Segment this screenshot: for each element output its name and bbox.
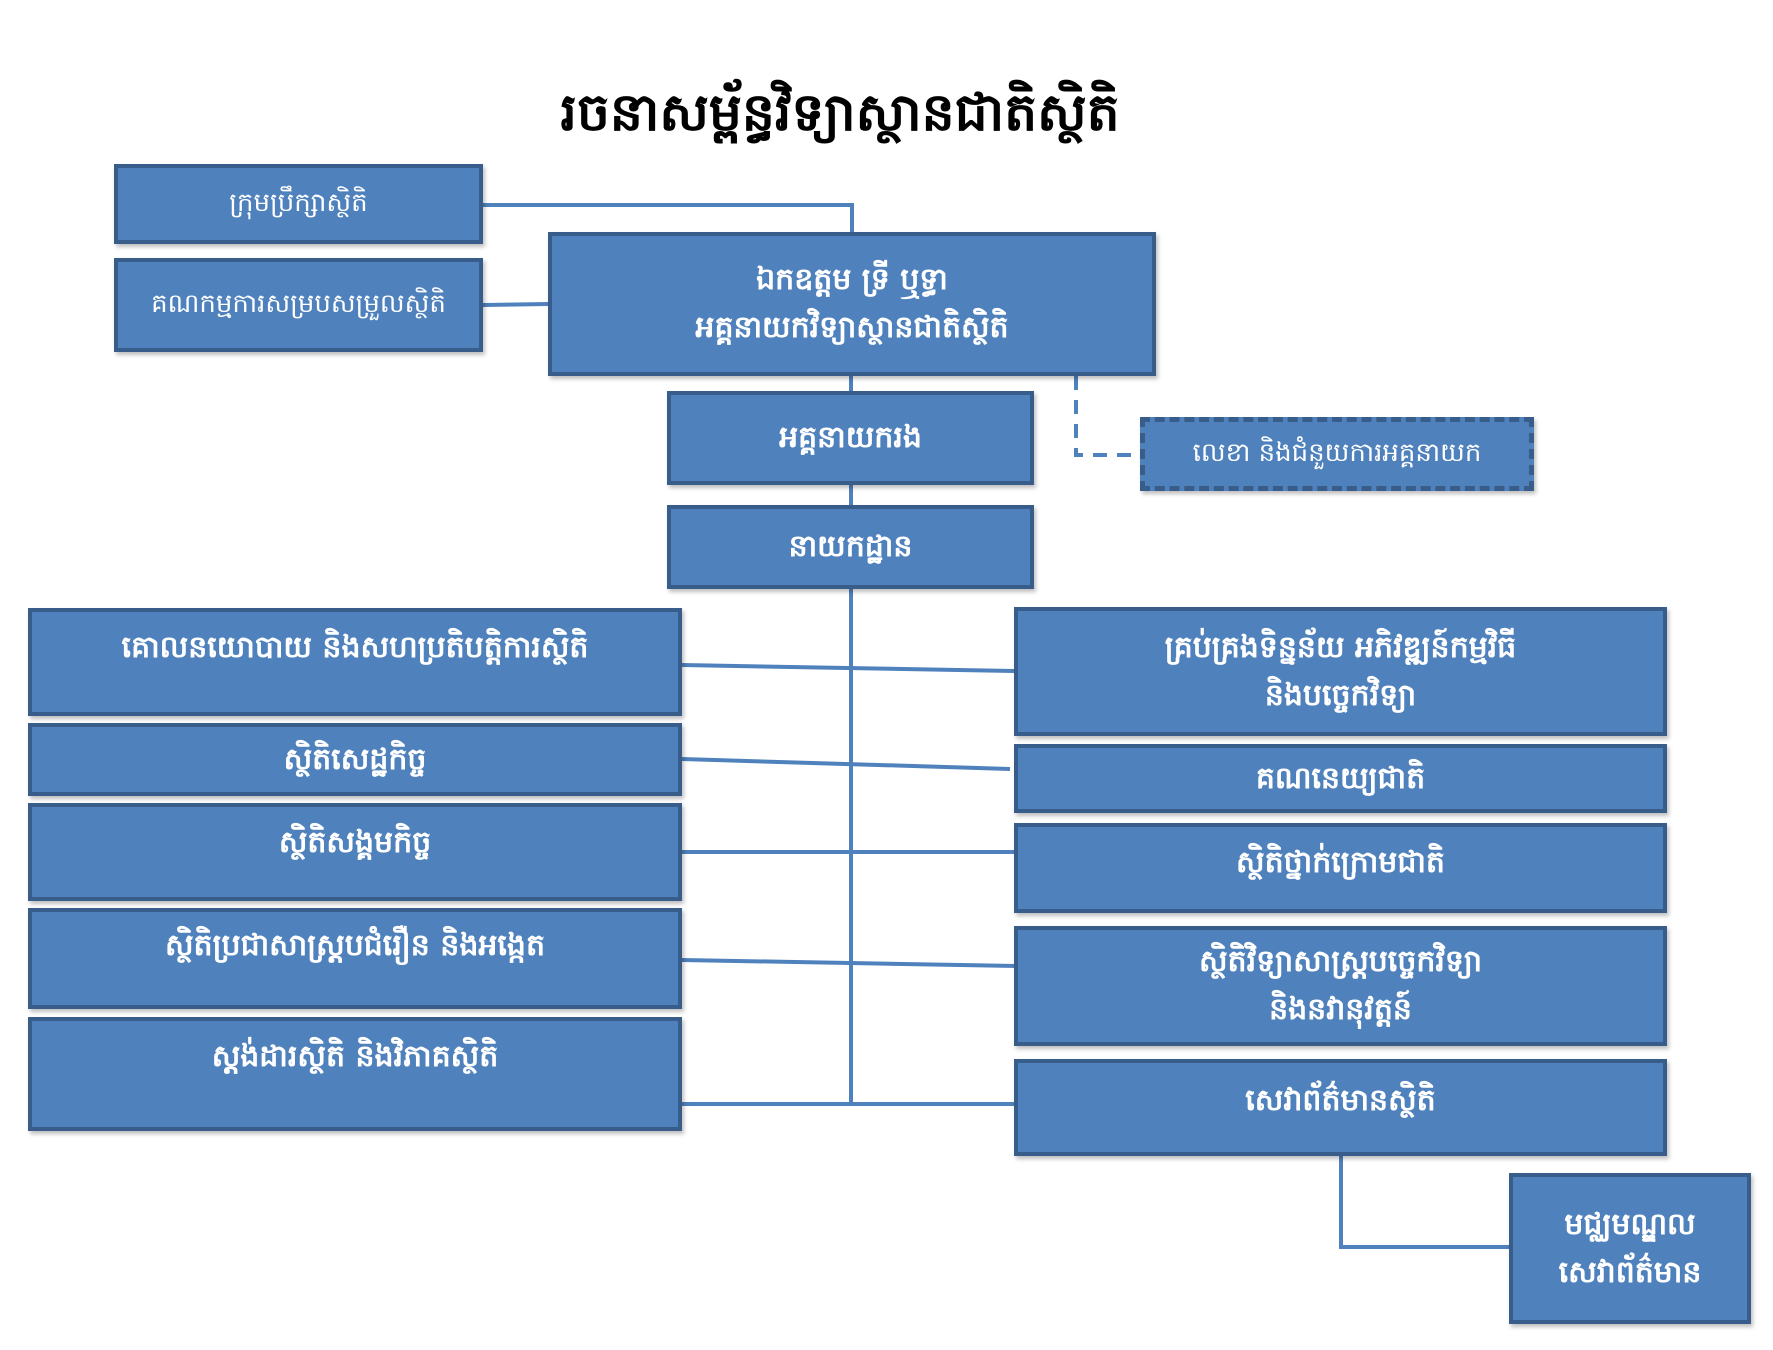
right-department-3: ស្ថិតិថ្នាក់ក្រោមជាតិ (1014, 823, 1667, 913)
committee-label: គណកម្មការសម្របសម្រួលស្ថិតិ (151, 289, 446, 320)
director-general-box: ឯកឧត្តម ទ្រី ឬទ្ធា អគ្គនាយកវិទ្យាស្ថានជា… (548, 232, 1156, 376)
deputy-box: អគ្គនាយករង (667, 391, 1034, 485)
connector-row-1 (681, 663, 1015, 673)
director-general-title: អគ្គនាយកវិទ្យាស្ថានជាតិស្ថិតិ (695, 310, 1009, 345)
department-box: នាយកដ្ឋាន (667, 505, 1034, 589)
information-center-box: មជ្ឈមណ្ឌល សេវាព័ត៌មាន (1509, 1173, 1751, 1324)
connector-secretary (1074, 376, 1140, 457)
left-department-5: ស្តង់ដារស្ថិតិ និងវិភាគស្ថិតិ (28, 1017, 682, 1131)
deputy-label: អគ្គនាយករង (779, 420, 922, 455)
right-department-1: គ្រប់គ្រងទិន្នន័យ អភិវឌ្ឍន៍កម្មវិធី និងប… (1014, 607, 1667, 736)
left-department-label: ស្តង់ដារស្ថិតិ និងវិភាគស្ថិតិ (211, 1039, 499, 1074)
right-department-label: សេវាព័ត៌មានស្ថិតិ (1245, 1083, 1436, 1118)
secretary-box: លេខា និងជំនួយការអគ្គនាយក (1140, 417, 1534, 491)
department-label: នាយកដ្ឋាន (788, 529, 913, 564)
left-department-4: ស្ថិតិប្រជាសាស្ត្របជំរឿន និងអង្កេត (28, 908, 682, 1009)
left-department-label: ស្ថិតិសង្គមកិច្ច (278, 825, 432, 860)
left-department-label: ស្ថិតិសេដ្ឋកិច្ច (283, 741, 427, 777)
center-label: សេវាព័ត៌មាន (1558, 1254, 1702, 1290)
committee-box: គណកម្មការសម្របសម្រួលស្ថិតិ (114, 258, 483, 352)
right-department-2: គណនេយ្យជាតិ (1014, 744, 1667, 813)
right-department-label: ស្ថិតិវិទ្យាសាស្ត្របច្ចេកវិទ្យា (1198, 944, 1482, 979)
connector-committee (482, 302, 549, 307)
right-department-5: សេវាព័ត៌មានស្ថិតិ (1014, 1059, 1667, 1156)
left-department-label: គោលនយោបាយ និងសហប្រតិបត្តិការស្ថិតិ (121, 630, 589, 665)
council-label: ក្រុមប្រឹក្សាស្ថិតិ (229, 188, 368, 219)
right-department-label: ស្ថិតិថ្នាក់ក្រោមជាតិ (1236, 845, 1445, 880)
right-department-label: គ្រប់គ្រងទិន្នន័យ អភិវឌ្ឍន៍កម្មវិធី (1164, 629, 1517, 665)
page-title: រចនាសម្ព័ន្ធវិទ្យាស្ថានជាតិស្ថិតិ (560, 83, 1120, 143)
right-department-label: គណនេយ្យជាតិ (1255, 760, 1426, 796)
left-department-1: គោលនយោបាយ និងសហប្រតិបត្តិការស្ថិតិ (28, 608, 682, 716)
secretary-label: លេខា និងជំនួយការអគ្គនាយក (1192, 438, 1482, 469)
connector-row-2 (681, 757, 1011, 771)
left-department-3: ស្ថិតិសង្គមកិច្ច (28, 803, 682, 901)
connector-council (483, 203, 854, 232)
right-department-label: និងនវានុវត្តន៍ (1269, 992, 1412, 1027)
right-department-4: ស្ថិតិវិទ្យាសាស្ត្របច្ចេកវិទ្យា និងនវានុ… (1014, 926, 1667, 1046)
director-general-name: ឯកឧត្តម ទ្រី ឬទ្ធា (756, 262, 948, 297)
center-label: មជ្ឈមណ្ឌល (1564, 1206, 1696, 1242)
left-department-2: ស្ថិតិសេដ្ឋកិច្ច (28, 723, 682, 796)
right-department-label: និងបច្ចេកវិទ្យា (1264, 677, 1417, 713)
connector-row-4 (681, 958, 1018, 968)
left-department-label: ស្ថិតិប្រជាសាស្ត្របជំរឿន និងអង្កេត (164, 928, 546, 963)
council-box: ក្រុមប្រឹក្សាស្ថិតិ (114, 164, 483, 244)
connector-center (1339, 1156, 1509, 1249)
